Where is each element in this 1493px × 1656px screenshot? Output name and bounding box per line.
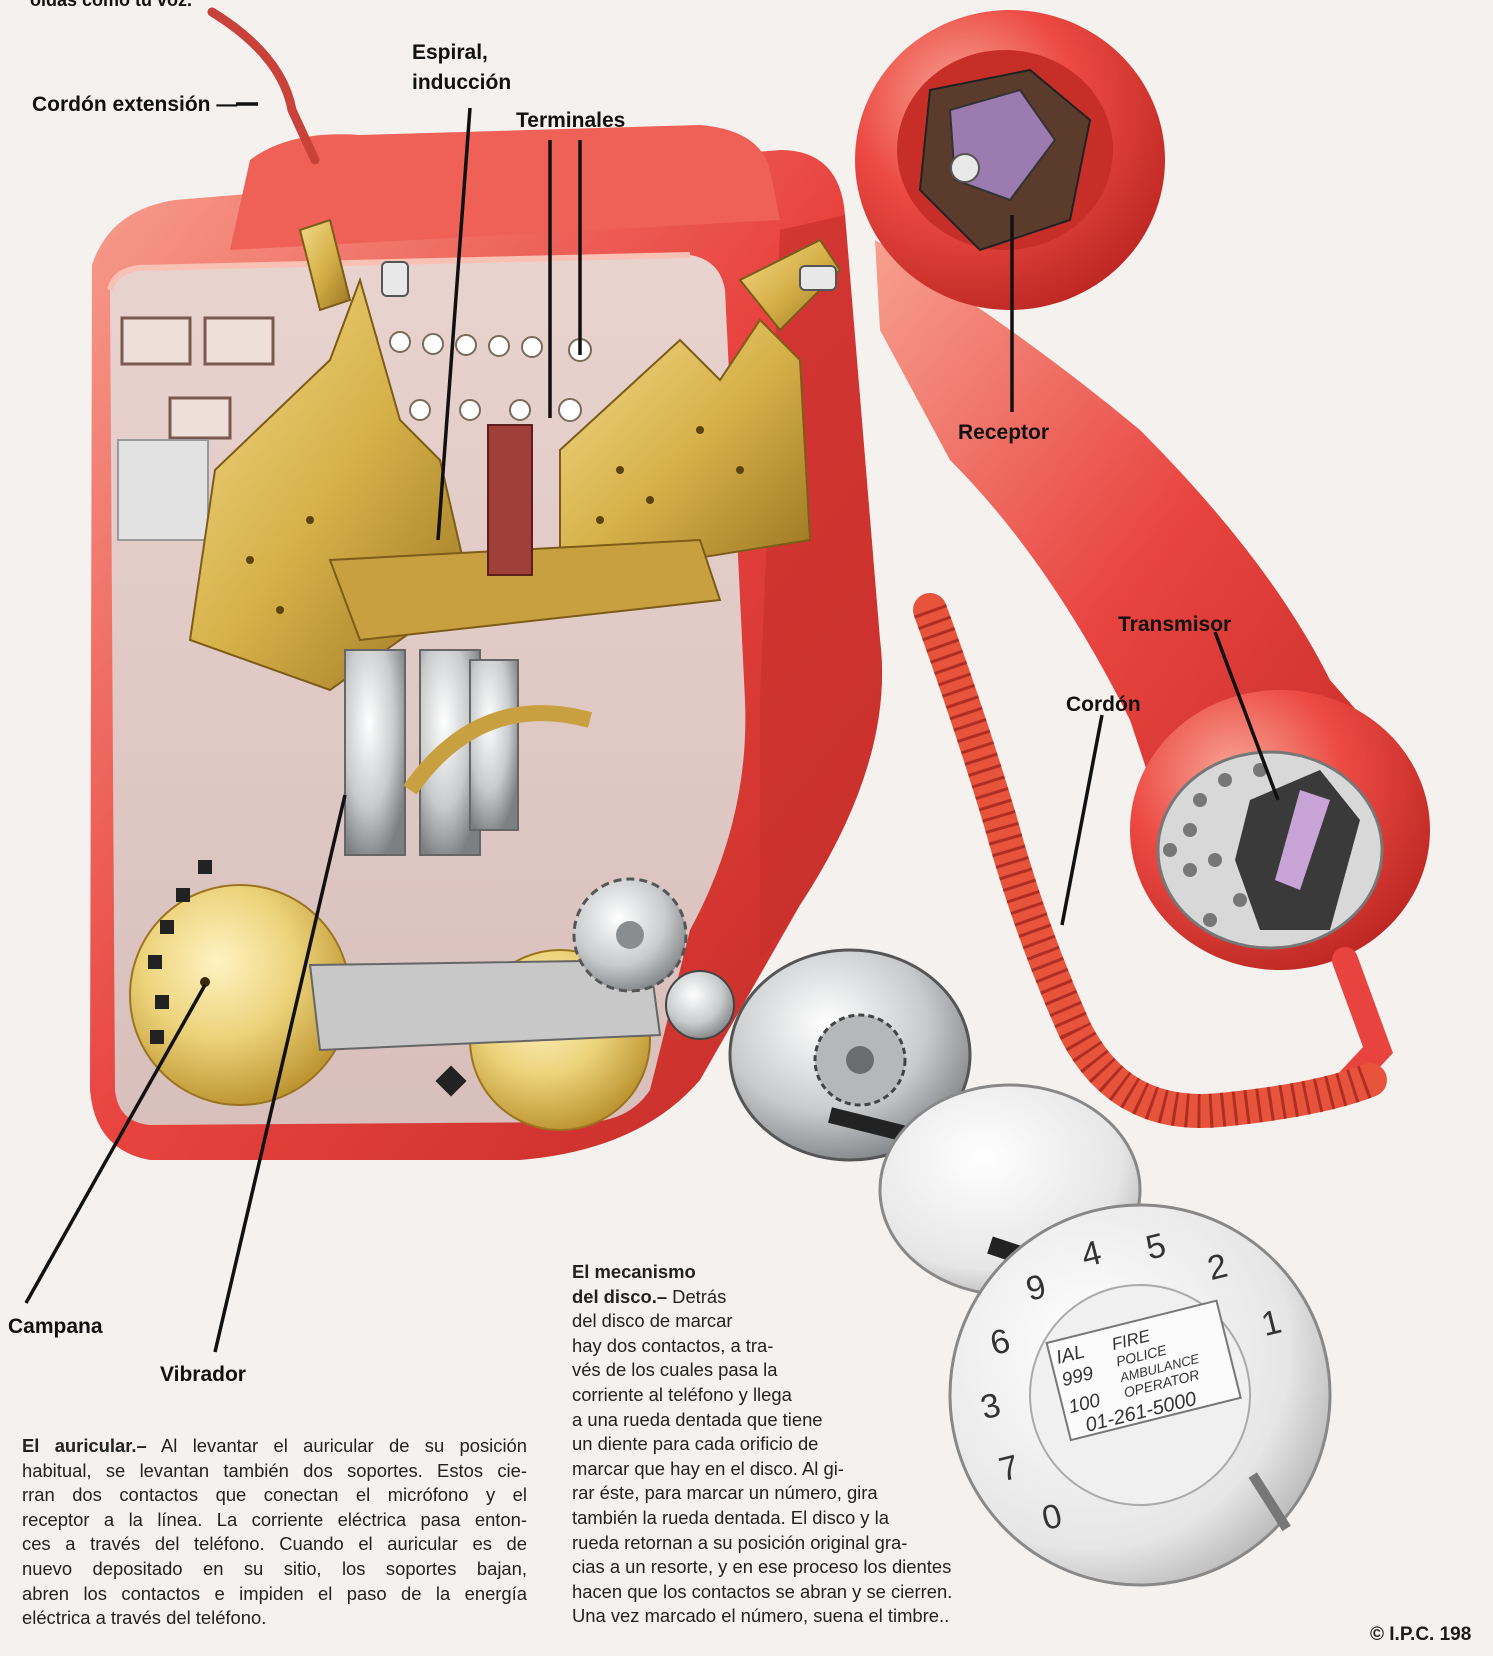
leader-cordon xyxy=(1062,715,1102,925)
auricular-heading: El auricular.– xyxy=(22,1435,147,1456)
label-receptor: Receptor xyxy=(958,420,1049,445)
paragraph-handset: El auricular.– Al levantar el auricular … xyxy=(22,1434,527,1631)
auricular-line: ces a través del teléfono. Cuando el aur… xyxy=(22,1532,527,1557)
label-induccion: inducción xyxy=(412,70,511,95)
label-vibrador: Vibrador xyxy=(160,1362,246,1387)
disco-line: vés de los cuales pasa la xyxy=(572,1358,1092,1383)
disco-line: también la rueda dentada. El disco y la xyxy=(572,1506,1092,1531)
disco-line: rar éste, para marcar un número, gira xyxy=(572,1481,1092,1506)
disco-heading-1: El mecanismo xyxy=(572,1260,1092,1285)
label-cordon: Cordón xyxy=(1066,692,1141,717)
handset xyxy=(855,10,1430,1080)
label-terminales: Terminales xyxy=(516,108,625,133)
extension-cord xyxy=(212,12,315,160)
auricular-line: El auricular.– Al levantar el auricular … xyxy=(22,1434,527,1459)
disco-heading-2-bold: del disco.– xyxy=(572,1286,667,1307)
disco-line: un diente para cada orificio de xyxy=(572,1432,1092,1457)
disco-line: marcar que hay en el disco. Al gi- xyxy=(572,1457,1092,1482)
auricular-body: El auricular.– Al levantar el auricular … xyxy=(22,1434,527,1631)
label-transmisor: Transmisor xyxy=(1118,612,1231,637)
disco-line: cias a un resorte, y en ese proceso los … xyxy=(572,1555,1092,1580)
disco-line: hacen que los contactos se abran y se ci… xyxy=(572,1580,1092,1605)
disco-line: hay dos contactos, a tra- xyxy=(572,1334,1092,1359)
label-espiral: Espiral, xyxy=(412,40,488,65)
disco-line: a una rueda dentada que tiene xyxy=(572,1408,1092,1433)
paragraph-dial-mechanism: El mecanismo del disco.– Detrás del disc… xyxy=(572,1260,1092,1629)
disco-line: Una vez marcado el número, suena el timb… xyxy=(572,1604,1092,1629)
copyright-notice: © I.P.C. 198 xyxy=(1370,1624,1471,1646)
disco-heading-2: del disco.– Detrás xyxy=(572,1285,1092,1310)
disco-line: corriente al teléfono y llega xyxy=(572,1383,1092,1408)
auricular-line: receptor a la línea. La corriente eléctr… xyxy=(22,1508,527,1533)
auricular-line: rran dos contactos que conectan el micró… xyxy=(22,1483,527,1508)
auricular-line: habitual, se levantan también dos soport… xyxy=(22,1459,527,1484)
disco-heading-2-rest: Detrás xyxy=(667,1286,726,1307)
label-cordon-extension: Cordón extensión — xyxy=(32,92,237,117)
auricular-line-rest: Al levantar el auricular de su posición xyxy=(147,1435,527,1456)
disco-line: rueda retornan a su posición original gr… xyxy=(572,1531,1092,1556)
auricular-line: abren los contactos e impiden el paso de… xyxy=(22,1582,527,1607)
auricular-line: nuevo depositado en su sitio, los soport… xyxy=(22,1557,527,1582)
disco-line: del disco de marcar xyxy=(572,1309,1092,1334)
auricular-line: eléctrica a través del teléfono. xyxy=(22,1606,527,1631)
top-caption-fragment: oídas como tu voz. xyxy=(30,0,192,13)
label-campana: Campana xyxy=(8,1314,103,1339)
